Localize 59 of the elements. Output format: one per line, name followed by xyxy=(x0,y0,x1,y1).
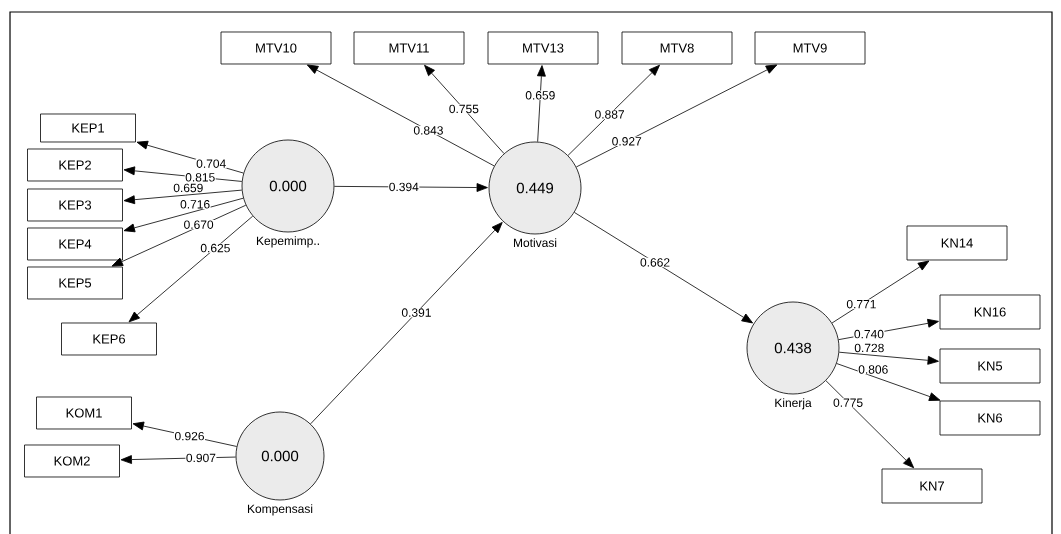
circle-caption: Kinerja xyxy=(775,398,812,410)
indicator-box: KN5 xyxy=(939,348,1041,384)
indicator-box: MTV11 xyxy=(353,31,465,65)
indicator-box: MTV13 xyxy=(487,31,599,65)
arrow xyxy=(310,222,503,425)
indicator-box: KOM2 xyxy=(24,444,120,478)
edge-label: 0.394 xyxy=(388,182,420,192)
arrow xyxy=(537,65,546,143)
edge-label: 0.728 xyxy=(853,343,885,353)
arrow xyxy=(574,212,753,324)
indicator-box: KEP3 xyxy=(27,188,123,222)
arrow xyxy=(567,64,660,156)
arrow xyxy=(836,363,941,401)
arrow xyxy=(838,351,939,365)
indicator-box: MTV8 xyxy=(621,31,733,65)
edge-label: 0.775 xyxy=(832,397,864,408)
edge-label: 0.625 xyxy=(199,243,231,253)
edge-label: 0.806 xyxy=(857,364,889,375)
edge-label: 0.716 xyxy=(179,199,211,210)
arrow xyxy=(306,64,495,167)
indicator-box: KN14 xyxy=(906,225,1008,261)
circle-caption: Kompensasi xyxy=(248,504,313,516)
indicator-box: KEP2 xyxy=(27,148,123,182)
indicator-box: MTV9 xyxy=(754,31,866,65)
edge-label: 0.755 xyxy=(448,104,480,114)
edge-label: 0.704 xyxy=(195,158,227,169)
arrow xyxy=(334,183,488,192)
arrow xyxy=(424,64,505,154)
edge-label: 0.907 xyxy=(185,453,217,463)
circle-caption: Motivasi xyxy=(514,238,557,247)
indicator-box: KOM1 xyxy=(36,396,132,430)
indicator-box: KEP6 xyxy=(61,322,157,356)
edge-label: 0.659 xyxy=(524,90,556,101)
edge-label: 0.662 xyxy=(639,257,671,268)
indicator-box: KEP5 xyxy=(27,266,123,300)
arrow xyxy=(128,215,254,323)
arrow xyxy=(575,64,778,168)
indicator-box: MTV10 xyxy=(220,31,332,65)
indicator-box: KN7 xyxy=(881,468,983,504)
indicator-box: KN16 xyxy=(939,294,1041,330)
arrow xyxy=(825,380,915,469)
indicator-box: KEP1 xyxy=(40,113,136,143)
edge-label: 0.391 xyxy=(400,307,432,318)
edge-label: 0.927 xyxy=(611,136,643,147)
edge-label: 0.815 xyxy=(184,172,216,183)
edge-label: 0.740 xyxy=(853,329,885,339)
edge-label: 0.670 xyxy=(183,219,215,230)
edge-label: 0.926 xyxy=(174,431,205,441)
arrow xyxy=(111,204,247,267)
edge-label: 0.843 xyxy=(412,125,444,136)
circle-caption: Kepemimp.. xyxy=(257,236,319,248)
indicator-box: KN6 xyxy=(939,400,1041,436)
indicator-box: KEP4 xyxy=(27,227,123,261)
edge-label: 0.659 xyxy=(172,183,204,193)
edge-label: 0.771 xyxy=(845,299,877,309)
arrow xyxy=(831,260,930,324)
arrow xyxy=(123,197,244,233)
arrow xyxy=(123,189,243,205)
edge-label: 0.887 xyxy=(594,109,626,120)
